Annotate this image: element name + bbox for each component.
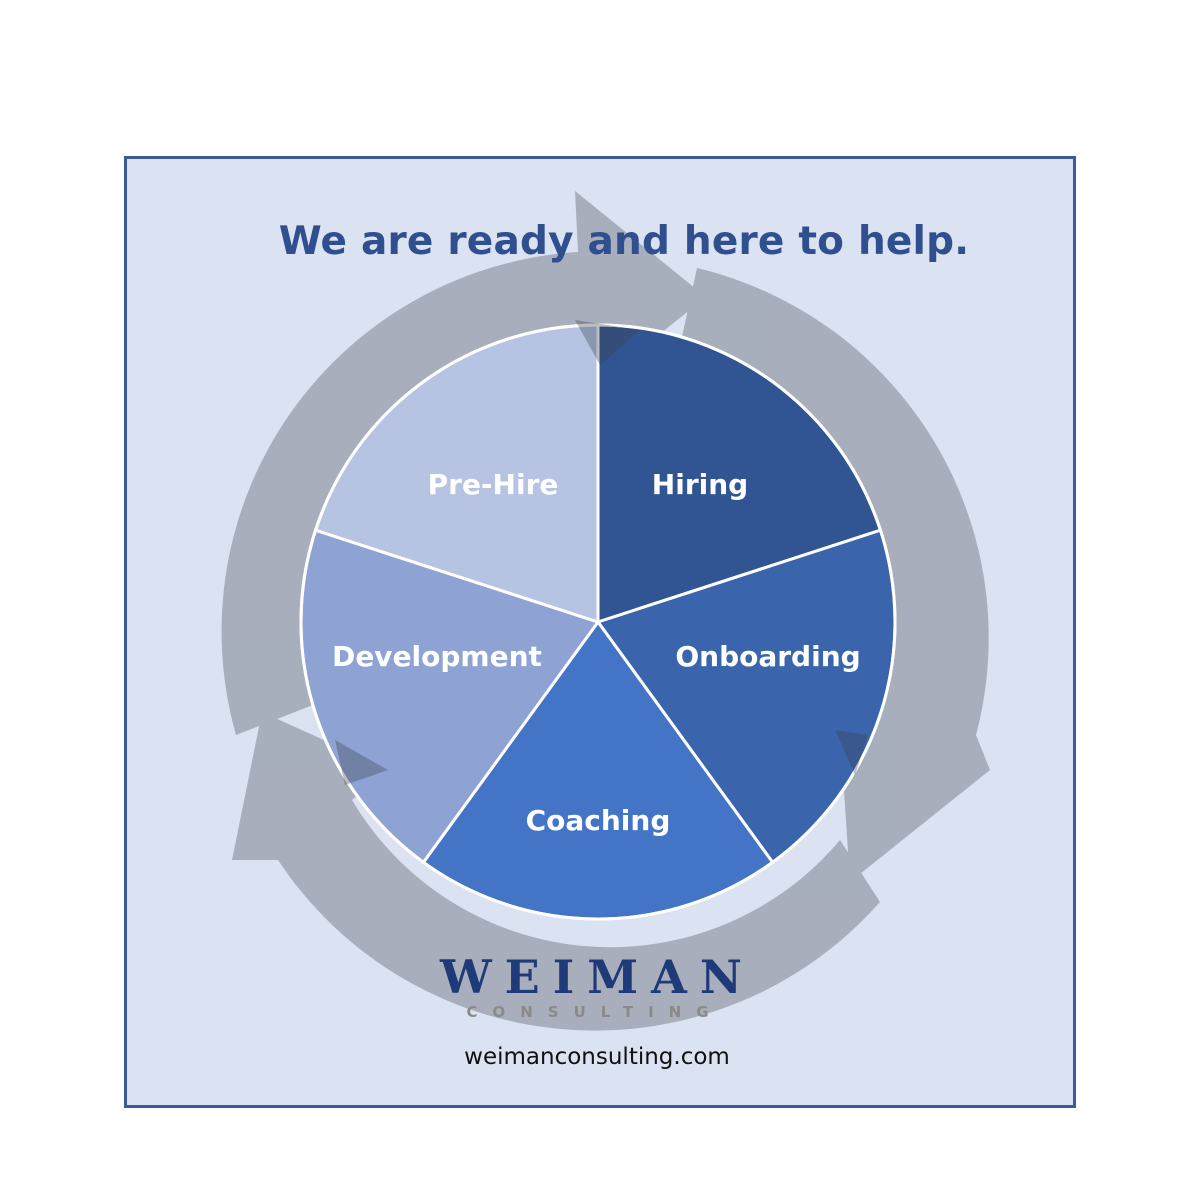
arrow-head-3 — [335, 740, 388, 785]
website-text: weimanconsulting.com — [464, 1044, 730, 1070]
wheel-label-coaching: Coaching — [526, 804, 671, 837]
wheel-outline — [299, 323, 897, 921]
arrow-head-2 — [835, 730, 868, 775]
cycle-arrow-bottom — [232, 712, 880, 1031]
logo-name: WEIMAN — [440, 950, 755, 1004]
cycle-wheel — [299, 323, 897, 921]
wheel-label-pre-hire: Pre-Hire — [428, 468, 559, 501]
arrow-head-1 — [575, 320, 640, 365]
headline: We are ready and here to help. — [278, 219, 970, 264]
arrow-overlap — [335, 320, 868, 785]
logo-tagline: CONSULTING — [466, 1003, 724, 1021]
wheel-label-hiring: Hiring — [652, 468, 748, 501]
wheel-label-onboarding: Onboarding — [675, 640, 860, 673]
cycle-arrow-right — [680, 268, 990, 882]
wheel-label-development: Development — [332, 640, 542, 673]
